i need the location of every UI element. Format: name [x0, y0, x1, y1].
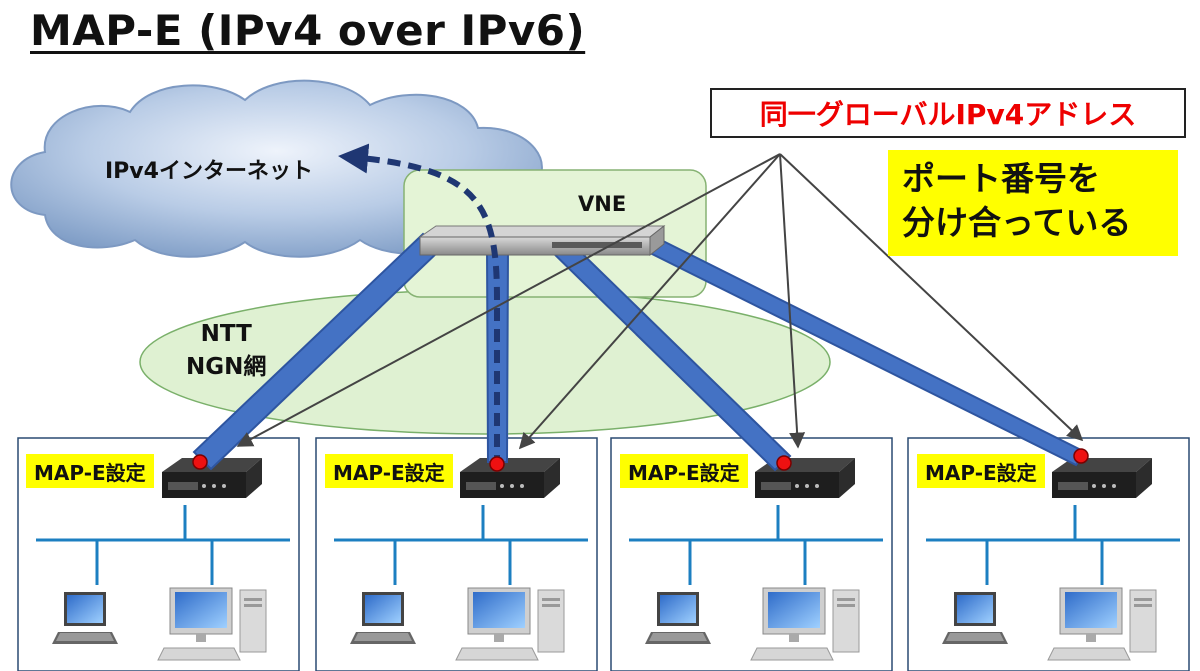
vne-router-icon [418, 224, 666, 257]
ngn-label-line-2: NGN網 [186, 354, 267, 380]
ipv4-traffic-path [338, 143, 500, 468]
desktop-icon [1047, 587, 1157, 661]
page-title: MAP-E (IPv4 over IPv6) [30, 6, 586, 55]
shared-address-arrows [236, 153, 1084, 450]
port-note-line-2: 分け合っている [902, 203, 1132, 242]
desktop-icon [455, 587, 565, 661]
port-sharing-note: ポート番号を 分け合っている [888, 150, 1178, 256]
lan-lines [36, 505, 1180, 585]
map-e-setting-label: MAP-E設定 [26, 454, 154, 488]
map-e-setting-label: MAP-E設定 [325, 454, 453, 488]
ngn-label: NTT NGN網 [186, 318, 266, 384]
desktop-icon [750, 587, 860, 661]
map-e-setting-label: MAP-E設定 [620, 454, 748, 488]
port-note-line-1: ポート番号を [902, 159, 1100, 198]
internet-label: IPv4インターネット [105, 159, 313, 184]
map-e-setting-label: MAP-E設定 [917, 454, 1045, 488]
ngn-label-line-1: NTT [200, 321, 252, 347]
global-ip-callout: 同一グローバルIPv4アドレス [710, 88, 1186, 138]
vne-label: VNE [578, 192, 627, 216]
port-dots [192, 448, 1089, 472]
home-router-icon [1052, 458, 1152, 498]
desktop-icon [157, 587, 267, 661]
home-router-icon [460, 458, 560, 498]
